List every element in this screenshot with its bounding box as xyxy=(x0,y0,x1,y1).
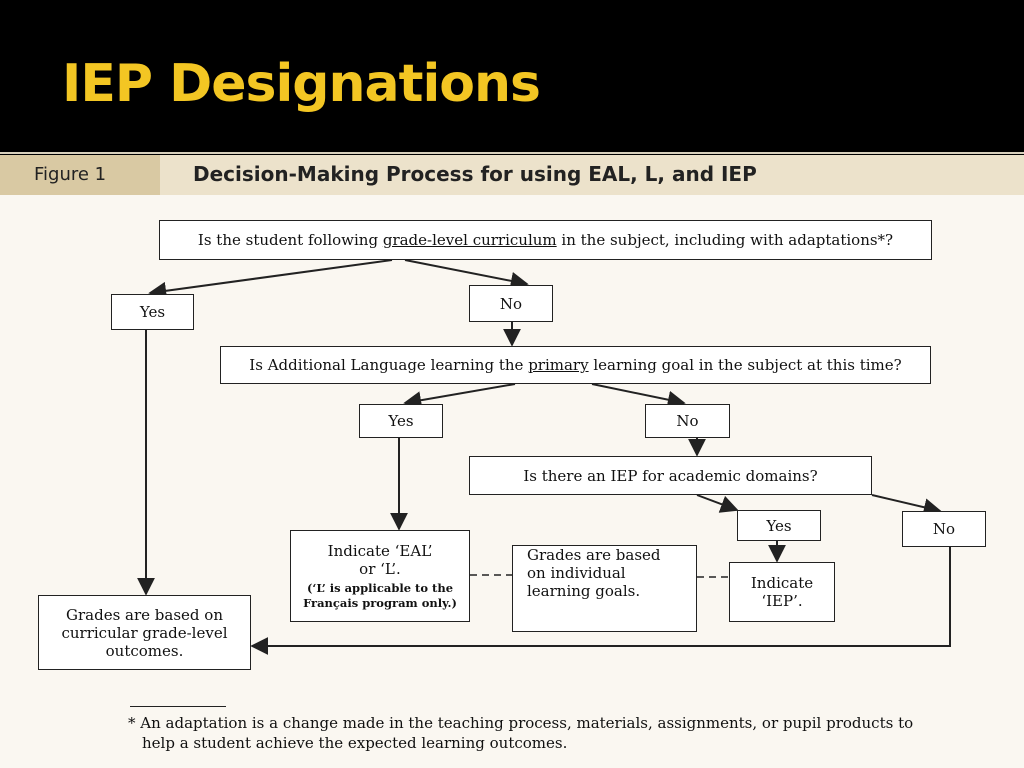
figure-header: Figure 1 Decision-Making Process for usi… xyxy=(0,155,1024,195)
figure-label: Figure 1 xyxy=(34,164,107,185)
eal-line1: Indicate ‘EAL’ xyxy=(327,542,433,561)
answer-q2-yes: Yes xyxy=(359,404,443,438)
q2-post: learning goal in the subject at this tim… xyxy=(593,356,902,374)
iep-line2: ‘IEP’. xyxy=(761,592,803,610)
slide-title: IEP Designations xyxy=(62,54,541,114)
q3-yes-label: Yes xyxy=(766,516,792,535)
q3-text: Is there an IEP for academic domains? xyxy=(523,466,818,485)
eal-note-line2: Français program only.) xyxy=(303,595,457,610)
arrow-no-to-curricular xyxy=(250,547,951,655)
footnote-line1: * An adaptation is a change made in the … xyxy=(128,714,914,732)
question-iep-academic: Is there an IEP for academic domains? xyxy=(469,456,872,495)
arrow-q1-to-yes xyxy=(148,259,393,300)
arrow-q2-to-yes xyxy=(403,383,516,410)
title-bar: IEP Designations xyxy=(0,0,1024,152)
outcome-indicate-eal: Indicate ‘EAL’ or ‘L’. (‘L’ is applicabl… xyxy=(290,530,470,622)
answer-q1-yes: Yes xyxy=(111,294,194,330)
q2-no-label: No xyxy=(676,412,699,430)
q1-yes-label: Yes xyxy=(139,303,166,321)
footnote: * An adaptation is a change made in the … xyxy=(128,713,913,754)
curricular-line1: Grades are based on xyxy=(66,605,223,624)
curricular-line2: curricular grade-level xyxy=(61,623,228,642)
title-divider xyxy=(0,152,1024,154)
q2-emphasis: primary xyxy=(528,356,589,374)
question-additional-language: Is Additional Language learning the prim… xyxy=(220,346,931,384)
eal-line2: or ‘L’. xyxy=(359,560,401,579)
curricular-line3: outcomes. xyxy=(105,641,184,660)
outcome-individual-goals: Grades are based on individual learning … xyxy=(512,545,697,632)
outcome-indicate-iep: Indicate ‘IEP’. xyxy=(729,562,835,622)
outcome-curricular-grades: Grades are based on curricular grade-lev… xyxy=(38,595,251,670)
answer-q2-no: No xyxy=(645,404,730,438)
footnote-rule xyxy=(130,706,226,707)
answer-q3-yes: Yes xyxy=(737,510,821,541)
arrow-q3-to-yes xyxy=(696,494,739,513)
question-grade-level-curriculum: Is the student following grade-level cur… xyxy=(159,220,932,260)
arrow-q3-to-no xyxy=(871,494,942,517)
figure-caption: Decision-Making Process for using EAL, L… xyxy=(193,162,757,186)
q2-pre: Is Additional Language learning the xyxy=(249,356,524,374)
q1-pre: Is the student following xyxy=(197,231,379,249)
individual-line3: learning goals. xyxy=(527,582,641,600)
arrow-q1-to-no xyxy=(404,259,529,290)
individual-line2: on individual xyxy=(527,564,626,582)
eal-note-line1: (‘L’ is applicable to the xyxy=(306,581,454,596)
answer-q3-no: No xyxy=(902,511,986,547)
arrow-q2-to-no xyxy=(591,383,686,409)
q2-yes-label: Yes xyxy=(388,412,414,430)
q1-no-label: No xyxy=(499,294,523,313)
individual-line1: Grades are based xyxy=(527,546,661,564)
q1-post: in the subject, including with adaptatio… xyxy=(561,231,894,249)
q1-emphasis: grade-level curriculum xyxy=(382,231,557,249)
eal-note: (‘L’ is applicable to the Français progr… xyxy=(303,581,457,610)
iep-line1: Indicate xyxy=(750,574,814,592)
answer-q1-no: No xyxy=(469,285,553,322)
footnote-line2: help a student achieve the expected lear… xyxy=(142,734,568,753)
figure-label-cell: Figure 1 xyxy=(0,155,160,195)
q3-no-label: No xyxy=(932,520,956,538)
